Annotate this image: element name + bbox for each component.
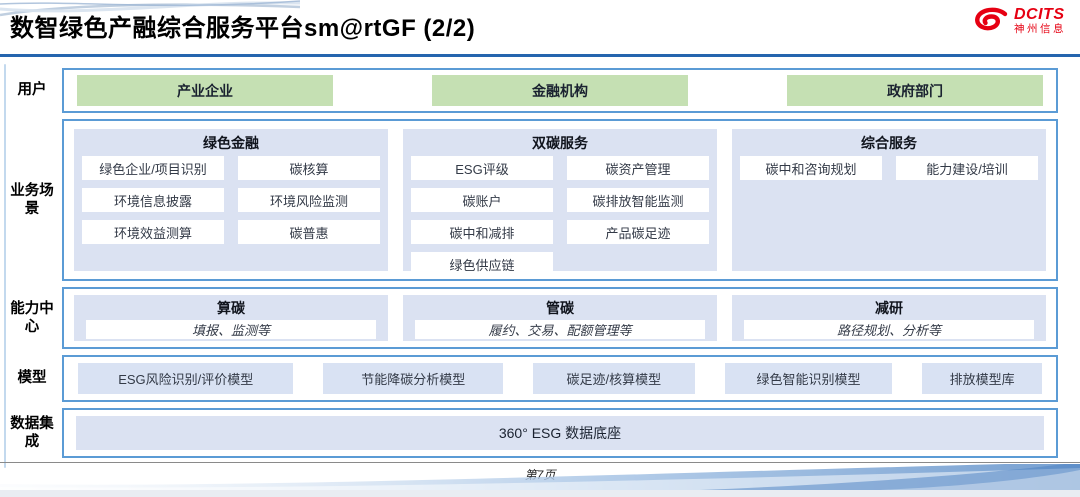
model-item: 节能降碳分析模型 [323,363,504,394]
scenario-item: 碳资产管理 [567,156,709,180]
user-chip: 政府部门 [787,75,1043,106]
bottom-strip-decoration [0,490,1080,497]
scenario-column-comprehensive: 综合服务 碳中和咨询规划 能力建设/培训 [732,129,1046,271]
capability-desc: 履约、交易、配额管理等 [415,320,705,339]
capability-block-calc-carbon: 算碳 填报、监测等 [74,295,388,341]
capability-desc: 填报、监测等 [86,320,376,339]
scenario-item: 碳中和减排 [411,220,553,244]
scenario-item: 碳核算 [238,156,380,180]
column-title: 绿色金融 [203,135,259,151]
capability-title: 管碳 [546,300,574,316]
brand-name: DCITS [1014,6,1065,23]
scenario-item: 环境信息披露 [82,188,224,212]
capability-block-manage-carbon: 管碳 履约、交易、配额管理等 [403,295,717,341]
scenario-item: 能力建设/培训 [896,156,1038,180]
row-label-data-integration: 数据集成 [10,415,54,450]
scenario-grid: ESG评级 碳资产管理 碳账户 碳排放智能监测 碳中和减排 产品碳足迹 绿色供应… [411,156,709,276]
footer-separator [0,462,1080,463]
capability-title: 减研 [875,300,903,316]
scenario-item: 绿色企业/项目识别 [82,156,224,180]
scenario-item: 环境风险监测 [238,188,380,212]
scenario-grid: 碳中和咨询规划 能力建设/培训 [740,156,1038,180]
model-item: 碳足迹/核算模型 [533,363,695,394]
scenario-item: 产品碳足迹 [567,220,709,244]
column-title: 综合服务 [861,135,917,151]
scenario-item: 碳排放智能监测 [567,188,709,212]
row-label-users: 用户 [17,82,47,99]
left-frame-decoration [4,64,6,468]
footer-page-number: 第7页 [524,468,556,482]
users-row: 产业企业 金融机构 政府部门 [62,68,1058,113]
brand-logo: DCITS 神州信息 [973,6,1066,35]
model-item: 绿色智能识别模型 [724,363,893,394]
capability-desc: 路径规划、分析等 [744,320,1034,339]
scenario-item: 绿色供应链 [411,252,553,276]
capability-block-reduce-research: 减研 路径规划、分析等 [732,295,1046,341]
scenario-item: 碳账户 [411,188,553,212]
column-title: 双碳服务 [532,135,588,151]
title-underline [0,54,1080,57]
model-item: ESG风险识别/评价模型 [78,363,294,394]
capabilities-row: 算碳 填报、监测等 管碳 履约、交易、配额管理等 减研 路径规划、分析等 [62,287,1058,349]
scenario-item: ESG评级 [411,156,553,180]
scenario-item: 环境效益测算 [82,220,224,244]
scenario-grid: 绿色企业/项目识别 碳核算 环境信息披露 环境风险监测 环境效益测算 碳普惠 [82,156,380,244]
row-label-capabilities: 能力中心 [10,300,54,335]
dcits-swirl-icon [975,8,1008,31]
scenario-item: 碳普惠 [238,220,380,244]
models-row: ESG风险识别/评价模型 节能降碳分析模型 碳足迹/核算模型 绿色智能识别模型 … [62,355,1058,402]
user-chip: 产业企业 [77,75,333,106]
data-platform-item: 360° ESG 数据底座 [76,416,1044,450]
scenarios-row: 绿色金融 绿色企业/项目识别 碳核算 环境信息披露 环境风险监测 环境效益测算 … [62,119,1058,281]
model-item: 排放模型库 [922,363,1042,394]
scenario-column-green-finance: 绿色金融 绿色企业/项目识别 碳核算 环境信息披露 环境风险监测 环境效益测算 … [74,129,388,271]
scenario-item: 碳中和咨询规划 [740,156,882,180]
user-chip: 金融机构 [432,75,688,106]
capability-title: 算碳 [217,300,245,316]
brand-subtitle: 神州信息 [1014,22,1066,35]
scenario-column-dual-carbon: 双碳服务 ESG评级 碳资产管理 碳账户 碳排放智能监测 碳中和减排 产品碳足迹… [403,129,717,276]
row-label-models: 模型 [17,370,47,387]
data-integration-row: 360° ESG 数据底座 [62,408,1058,458]
row-label-scenarios: 业务场景 [10,182,54,217]
page-title: 数智绿色产融综合服务平台sm@rtGF (2/2) [10,15,476,42]
